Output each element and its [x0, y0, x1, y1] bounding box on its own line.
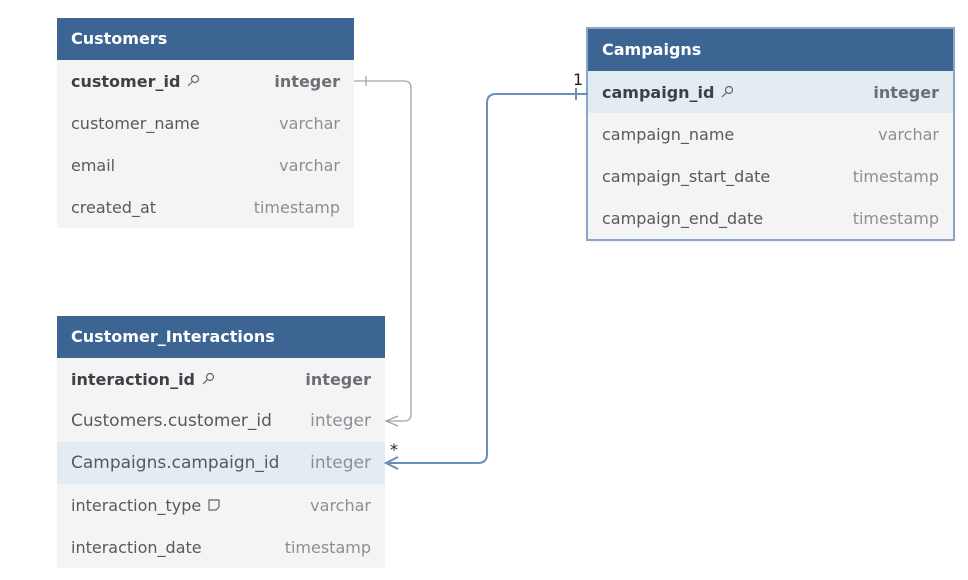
field-type: varchar	[279, 155, 340, 175]
field-type: varchar	[310, 495, 371, 515]
field-type: varchar	[279, 113, 340, 133]
field-type: integer	[873, 82, 939, 102]
field-name: interaction_type	[71, 495, 202, 515]
note-icon	[207, 498, 221, 512]
field-type: timestamp	[852, 208, 939, 228]
field-name: email	[71, 155, 116, 175]
table-customer-interactions[interactable]: Customer_Interactions interaction_id int…	[57, 316, 385, 568]
field-row[interactable]: Campaigns.campaign_id integer	[57, 442, 385, 484]
field-name: customer_id	[71, 71, 181, 91]
field-name: interaction_date	[71, 537, 202, 557]
field-row[interactable]: email varchar	[57, 144, 354, 186]
field-row[interactable]: campaign_name varchar	[588, 113, 953, 155]
table-customers[interactable]: Customers customer_id integer customer_n…	[57, 18, 354, 228]
relation-campaigns-link	[386, 93, 588, 464]
table-header[interactable]: Campaigns	[588, 29, 953, 71]
field-type: integer	[305, 369, 371, 389]
field-type: varchar	[878, 124, 939, 144]
field-row[interactable]: interaction_id integer	[57, 358, 385, 400]
field-name: Campaigns.campaign_id	[71, 453, 280, 473]
table-header[interactable]: Customers	[57, 18, 354, 60]
field-type: integer	[274, 71, 340, 91]
field-type: timestamp	[253, 197, 340, 217]
crowfoot-icon	[384, 415, 399, 427]
table-header[interactable]: Customer_Interactions	[57, 316, 385, 358]
field-name: campaign_name	[602, 124, 735, 144]
field-row[interactable]: customer_id integer	[57, 60, 354, 102]
key-icon	[720, 85, 734, 99]
field-row[interactable]: Customers.customer_id integer	[57, 400, 385, 442]
field-name: customer_name	[71, 113, 200, 133]
field-type: integer	[310, 411, 371, 431]
field-row[interactable]: interaction_date timestamp	[57, 526, 385, 568]
field-row[interactable]: campaign_id integer	[588, 71, 953, 113]
field-row[interactable]: campaign_end_date timestamp	[588, 197, 953, 239]
cardinality-many-label: *	[390, 440, 398, 459]
field-name: campaign_id	[602, 82, 715, 102]
field-row[interactable]: created_at timestamp	[57, 186, 354, 228]
field-type: integer	[310, 453, 371, 473]
field-name: campaign_end_date	[602, 208, 764, 228]
field-name: campaign_start_date	[602, 166, 771, 186]
field-row[interactable]: customer_name varchar	[57, 102, 354, 144]
field-name: created_at	[71, 197, 157, 217]
field-type: timestamp	[852, 166, 939, 186]
field-name: Customers.customer_id	[71, 411, 272, 431]
key-icon	[186, 74, 200, 88]
field-type: timestamp	[284, 537, 371, 557]
cardinality-one-label: 1	[573, 70, 584, 89]
field-row[interactable]: campaign_start_date timestamp	[588, 155, 953, 197]
field-name: interaction_id	[71, 369, 195, 389]
key-icon	[201, 372, 215, 386]
table-campaigns[interactable]: Campaigns campaign_id integer campaign_n…	[586, 27, 955, 241]
field-row[interactable]: interaction_type varchar	[57, 484, 385, 526]
